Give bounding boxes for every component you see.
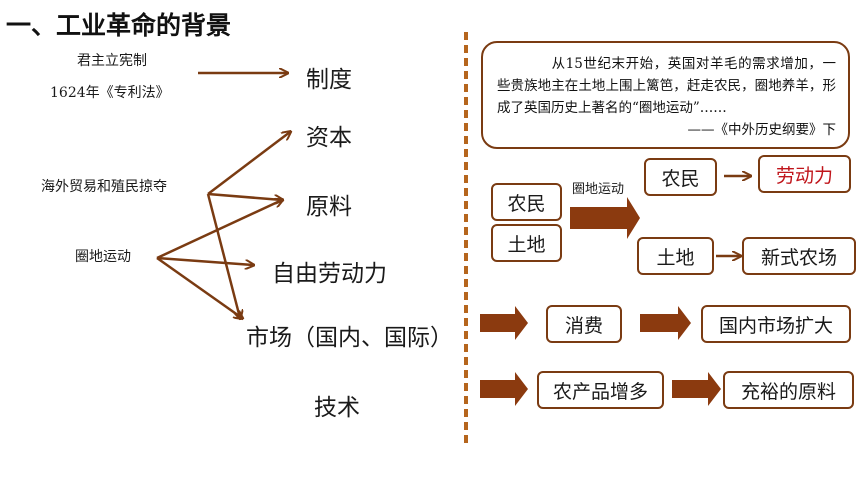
- box-land-2: 土地: [637, 237, 714, 275]
- box-peasant-2: 农民: [644, 158, 717, 196]
- label-capital: 资本: [306, 125, 352, 151]
- label-overseas-trade: 海外贸易和殖民掠夺: [41, 179, 167, 195]
- block-arrow-agri-to-material: [672, 372, 721, 406]
- arrow-enclosure-to-market: [156, 256, 242, 318]
- box-land: 土地: [491, 224, 562, 262]
- box-labor: 劳动力: [758, 155, 851, 193]
- arrow-overseas-to-capital: [207, 132, 290, 195]
- box-consume: 消费: [546, 305, 622, 343]
- quote-source: ——《中外历史纲要》下: [687, 122, 837, 138]
- label-constitution: 君主立宪制: [77, 53, 147, 69]
- box-domestic-market: 国内市场扩大: [701, 305, 851, 343]
- box-ample-material: 充裕的原料: [723, 371, 854, 409]
- arrow-enclosure-to-material: [156, 200, 282, 260]
- arrow-enclosure-to-labor: [156, 256, 253, 265]
- box-peasant: 农民: [491, 183, 562, 221]
- label-system: 制度: [306, 67, 352, 93]
- label-enclosure-arrow: 圈地运动: [572, 182, 625, 197]
- label-market: 市场（国内、国际）: [246, 325, 453, 351]
- block-arrow-consume-to-domestic: [640, 306, 691, 340]
- label-enclosure: 圈地运动: [75, 249, 131, 265]
- label-technology: 技术: [314, 395, 360, 421]
- quote-box: 从15世纪末开始，英国对羊毛的需求增加，一些贵族地主在土地上围上篱笆，赶走农民，…: [481, 41, 850, 149]
- page-title: 一、工业革命的背景: [6, 11, 232, 40]
- block-arrow-tech-to-agri: [480, 372, 528, 406]
- quote-text: 从15世纪末开始，英国对羊毛的需求增加，一些贵族地主在土地上围上篱笆，赶走农民，…: [497, 56, 836, 116]
- box-agri-products: 农产品增多: [537, 371, 664, 409]
- label-raw-material: 原料: [306, 194, 352, 220]
- label-free-labor: 自由劳动力: [272, 261, 387, 287]
- label-patent-law: 1624年《专利法》: [50, 85, 170, 101]
- block-arrow-enclosure: [570, 197, 640, 239]
- box-new-farm: 新式农场: [742, 237, 856, 275]
- block-arrow-market-to-consume: [480, 306, 528, 340]
- arrow-overseas-to-market: [206, 193, 240, 318]
- arrow-overseas-to-material: [207, 192, 282, 200]
